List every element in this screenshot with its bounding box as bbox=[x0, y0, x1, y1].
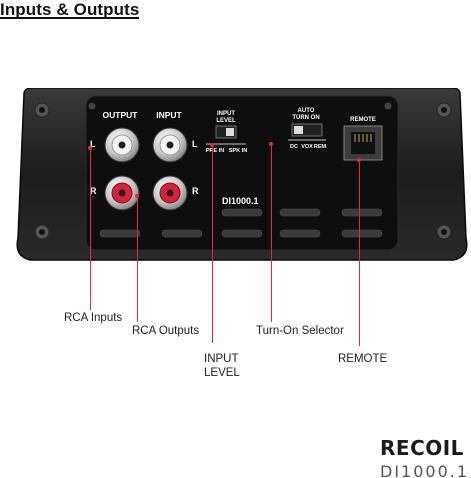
rca-output-l-jack bbox=[104, 127, 140, 163]
leader-rca-inputs bbox=[90, 148, 91, 310]
input-level-switch-title: INPUT bbox=[217, 111, 235, 117]
switch-option-rem: REM bbox=[314, 144, 327, 150]
callout-input-level: INPUT LEVEL bbox=[204, 352, 240, 380]
switch-option-pre-in: PRE IN bbox=[206, 148, 224, 154]
brand-logo: RECOIL bbox=[380, 436, 464, 460]
title-underline bbox=[0, 17, 139, 19]
leader-input-level bbox=[212, 145, 213, 343]
rca-input-r-jack bbox=[152, 175, 188, 211]
leader-turn-on-selector bbox=[271, 144, 272, 322]
rca-input-l-jack bbox=[152, 127, 188, 163]
rca-output-r-jack bbox=[104, 175, 140, 211]
callout-rca-outputs: RCA Outputs bbox=[132, 325, 200, 337]
amplifier-end-panel: OUTPUT INPUT L R L R INPUT LEVEL PRE IN … bbox=[16, 88, 468, 261]
callout-turn-on-selector: Turn-On Selector bbox=[256, 325, 344, 337]
brand-subtext: DI1000.1 bbox=[380, 462, 470, 478]
channel-r-right: R bbox=[192, 186, 199, 196]
channel-r-left: R bbox=[90, 186, 97, 196]
callout-input-level-line1: INPUT bbox=[204, 353, 239, 365]
channel-l-right: L bbox=[192, 139, 198, 149]
leader-remote bbox=[359, 160, 360, 346]
callout-remote: REMOTE bbox=[338, 353, 388, 365]
output-label: OUTPUT bbox=[103, 110, 139, 120]
section-title: Inputs & Outputs bbox=[0, 0, 140, 19]
turn-on-switch-title: AUTO bbox=[298, 108, 315, 114]
input-level-switch-title: LEVEL bbox=[216, 118, 236, 124]
model-number: DI1000.1 bbox=[222, 196, 259, 206]
switch-option-dc: DC bbox=[290, 144, 298, 150]
channel-l-left: L bbox=[90, 139, 96, 149]
switch-option-vox: VOX bbox=[301, 144, 313, 150]
screw-icon bbox=[88, 102, 392, 110]
leader-rca-outputs bbox=[137, 196, 138, 322]
input-label: INPUT bbox=[156, 110, 182, 120]
remote-port-label: REMOTE bbox=[350, 117, 376, 123]
vent-slots bbox=[99, 208, 383, 238]
callout-input-level-line2: LEVEL bbox=[204, 367, 240, 379]
callout-rca-inputs: RCA Inputs bbox=[64, 312, 123, 324]
switch-option-spk-in: SPK IN bbox=[229, 148, 247, 154]
turn-on-switch-title: TURN ON bbox=[292, 115, 319, 121]
